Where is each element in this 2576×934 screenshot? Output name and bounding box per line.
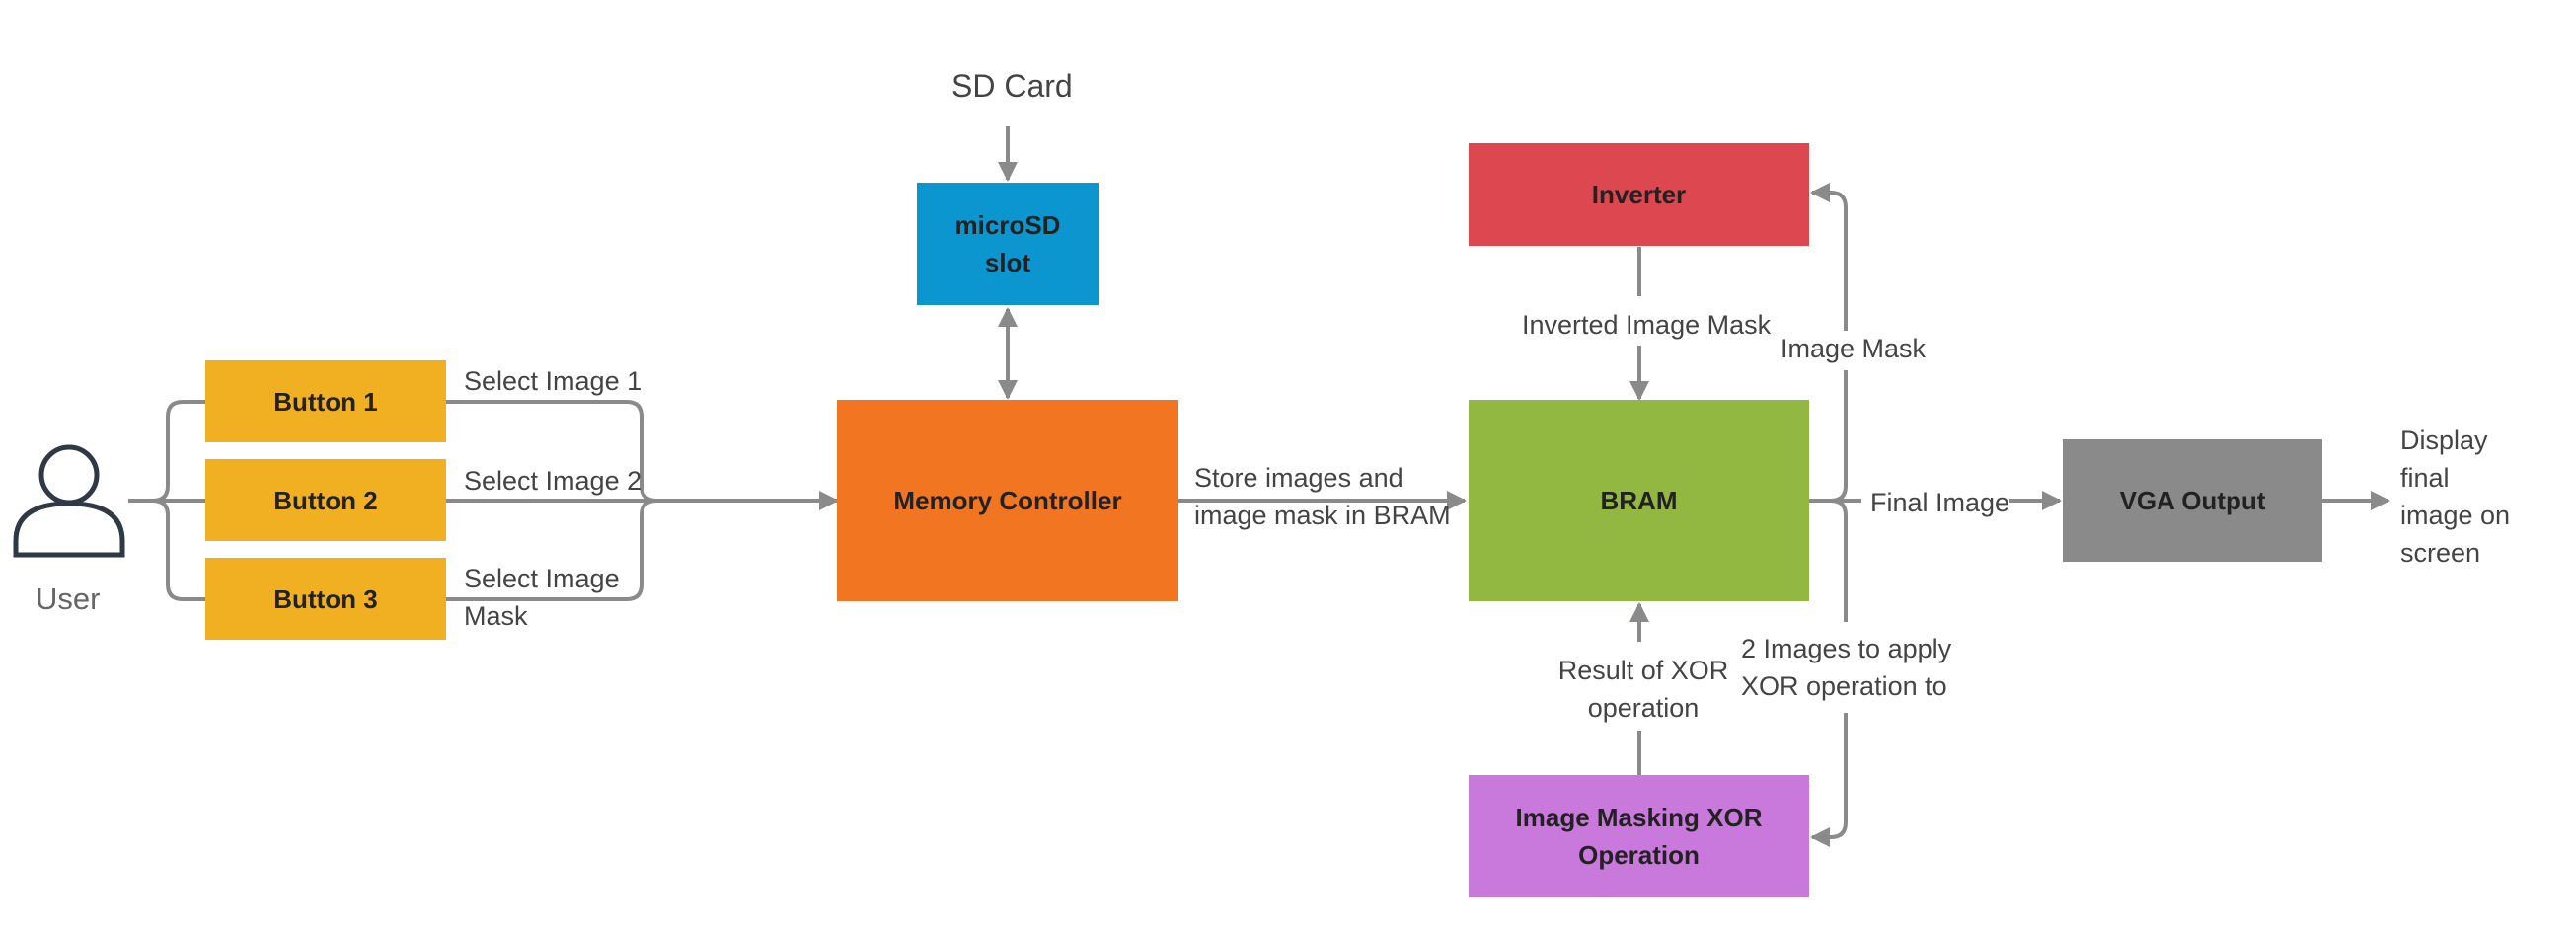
image-masking-xor: Image Masking XOR Operation <box>1469 775 1809 897</box>
final-image-label: Final Image <box>1870 488 2010 517</box>
store-images-label: Store images and image mask in BRAM <box>1194 463 1451 530</box>
person-icon <box>13 444 125 558</box>
user-to-buttons-connector <box>128 400 207 601</box>
two-images-xor-label: 2 Images to apply XOR operation to <box>1741 634 1952 701</box>
image-mask-label: Image Mask <box>1780 334 1927 363</box>
select-image-mask-label: Select Image Mask <box>464 564 620 631</box>
vga-output: VGA Output <box>2063 439 2322 562</box>
sd-card-label: SD Card <box>951 68 1073 104</box>
xor-result-label: Result of XOR operation <box>1557 656 1729 723</box>
bram: BRAM <box>1469 400 1809 601</box>
memory-controller: Memory Controller <box>837 400 1178 601</box>
user-label: User <box>36 582 101 616</box>
inverted-image-mask-label: Inverted Image Mask <box>1522 310 1772 340</box>
buttons-to-memory-connector <box>446 400 661 601</box>
button-2[interactable]: Button 2 <box>205 459 446 541</box>
select-image-2-label: Select Image 2 <box>464 466 643 496</box>
inverter: Inverter <box>1469 143 1809 246</box>
button-1[interactable]: Button 1 <box>205 360 446 442</box>
microsd-slot: microSD slot <box>917 183 1099 305</box>
button-3[interactable]: Button 3 <box>205 558 446 640</box>
select-image-1-label: Select Image 1 <box>464 366 643 396</box>
display-final-image-label: Display final image on screen <box>2400 426 2511 568</box>
